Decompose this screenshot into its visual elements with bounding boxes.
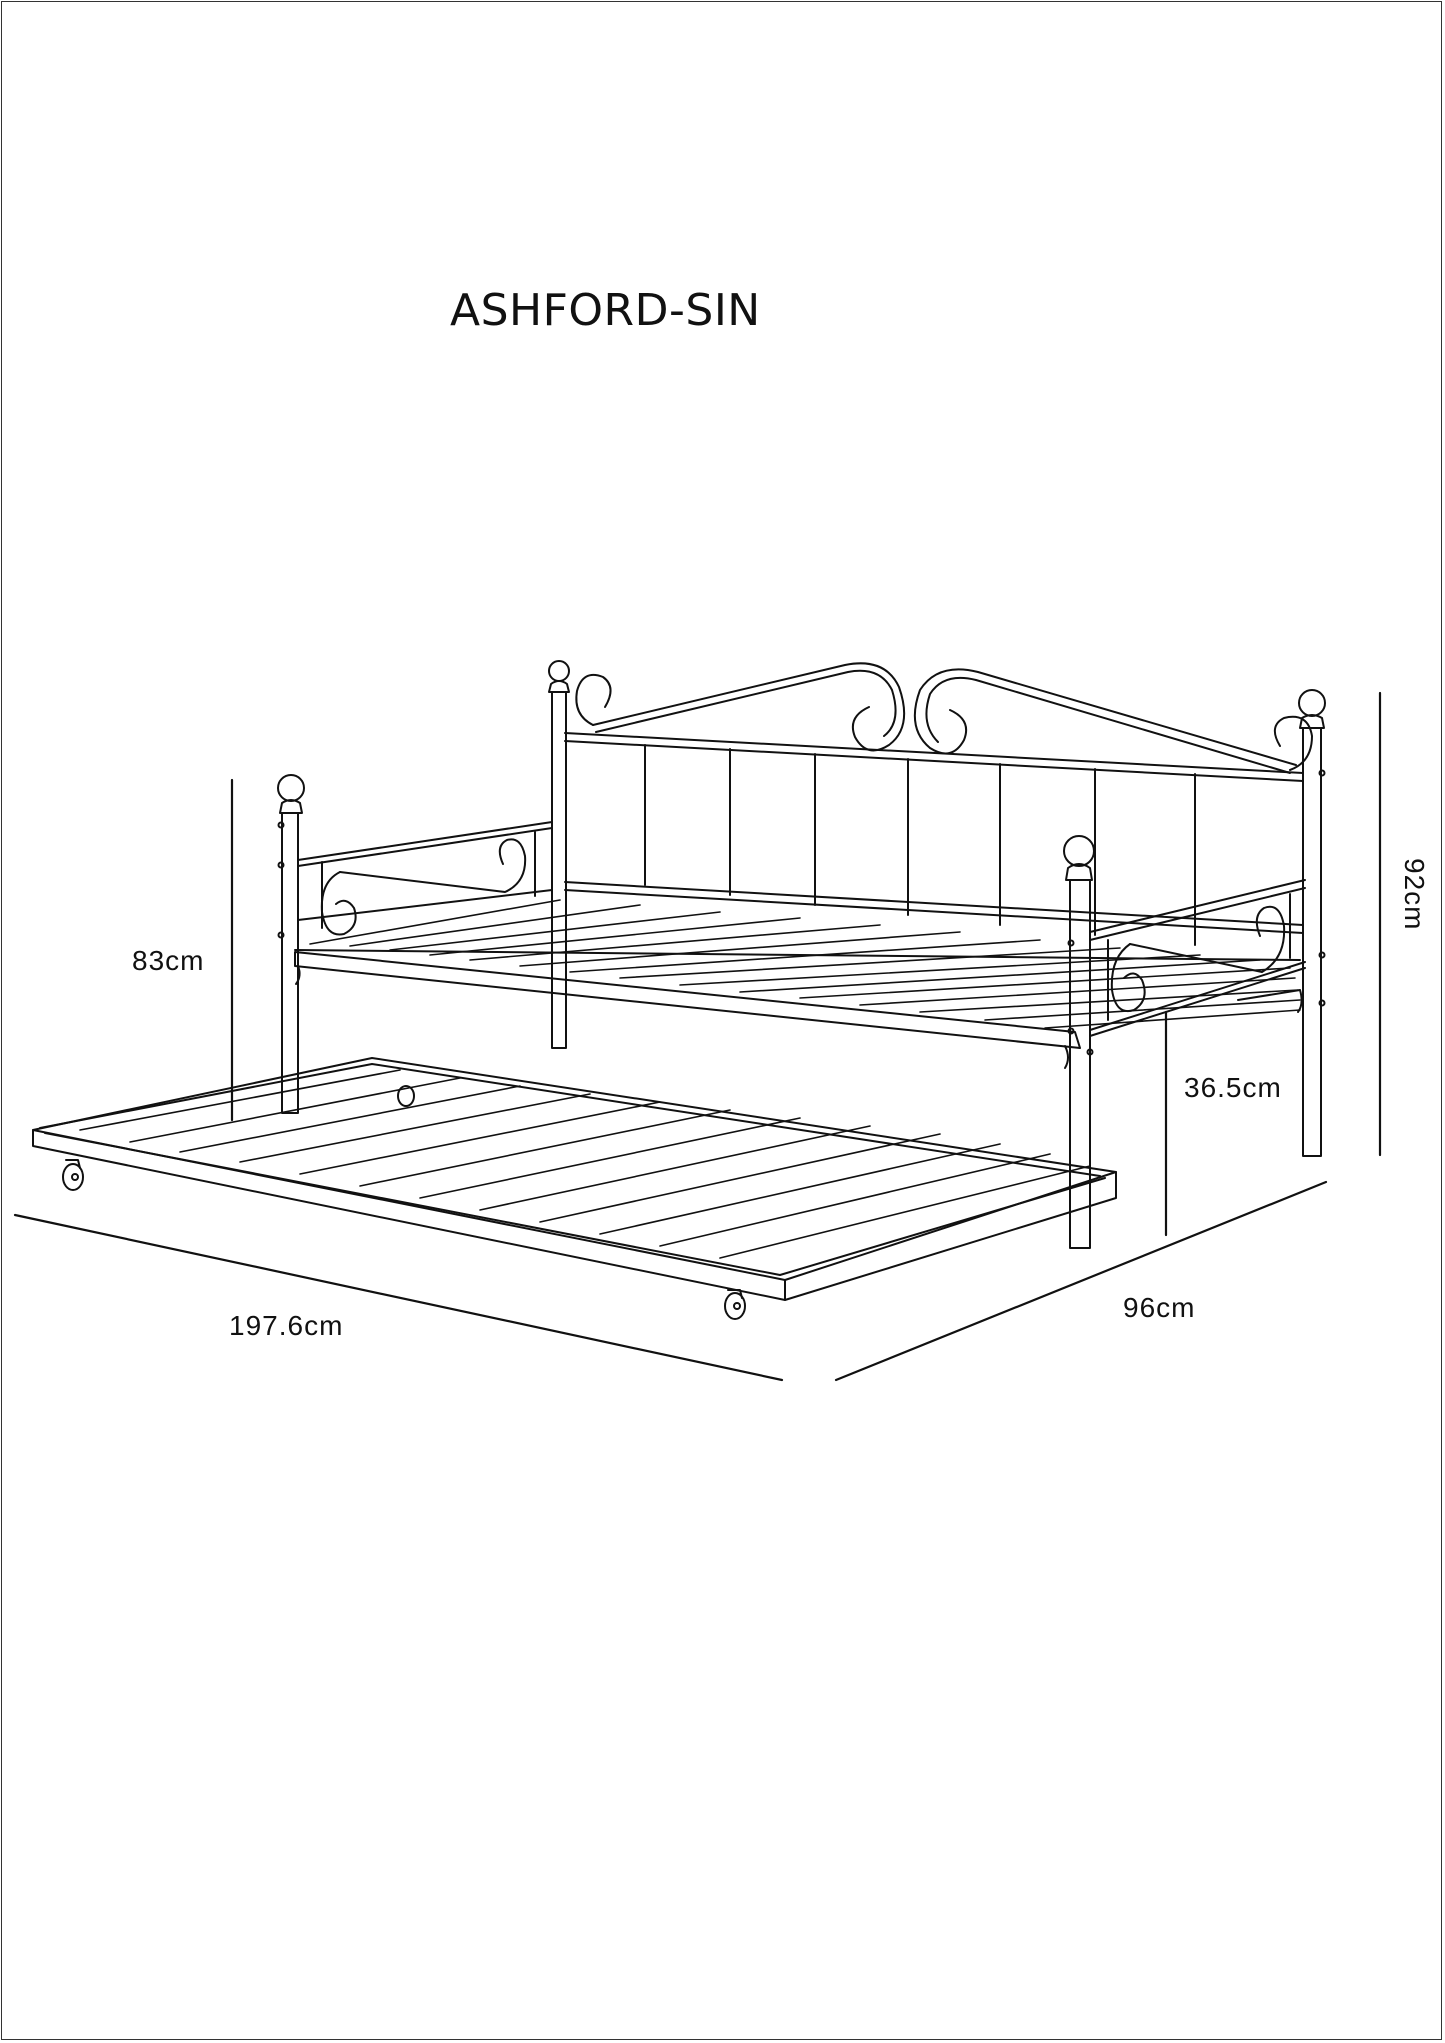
dimension-label-length: 197.6cm bbox=[229, 1310, 344, 1341]
rear-right-post bbox=[1298, 689, 1326, 1157]
dimension-label-back-height: 83cm bbox=[132, 945, 205, 976]
trundle-slats bbox=[79, 1069, 1091, 1259]
backrest bbox=[564, 662, 1313, 946]
product-title: ASHFORD-SIN bbox=[450, 285, 761, 336]
caster-icon bbox=[397, 1085, 415, 1107]
rear-left-post bbox=[548, 660, 570, 1049]
left-armrest bbox=[277, 774, 553, 1114]
seat-deck bbox=[294, 899, 1303, 1069]
dimension-label-depth: 96cm bbox=[1123, 1292, 1196, 1323]
dimension-lines bbox=[13, 691, 1382, 1382]
dimension-label-seat-height: 36.5cm bbox=[1184, 1072, 1282, 1103]
right-armrest bbox=[1063, 835, 1306, 1249]
caster-icon bbox=[62, 1159, 84, 1191]
caster-icon bbox=[724, 1289, 746, 1320]
seat-slats bbox=[309, 899, 1301, 1029]
trundle bbox=[32, 1057, 1117, 1320]
